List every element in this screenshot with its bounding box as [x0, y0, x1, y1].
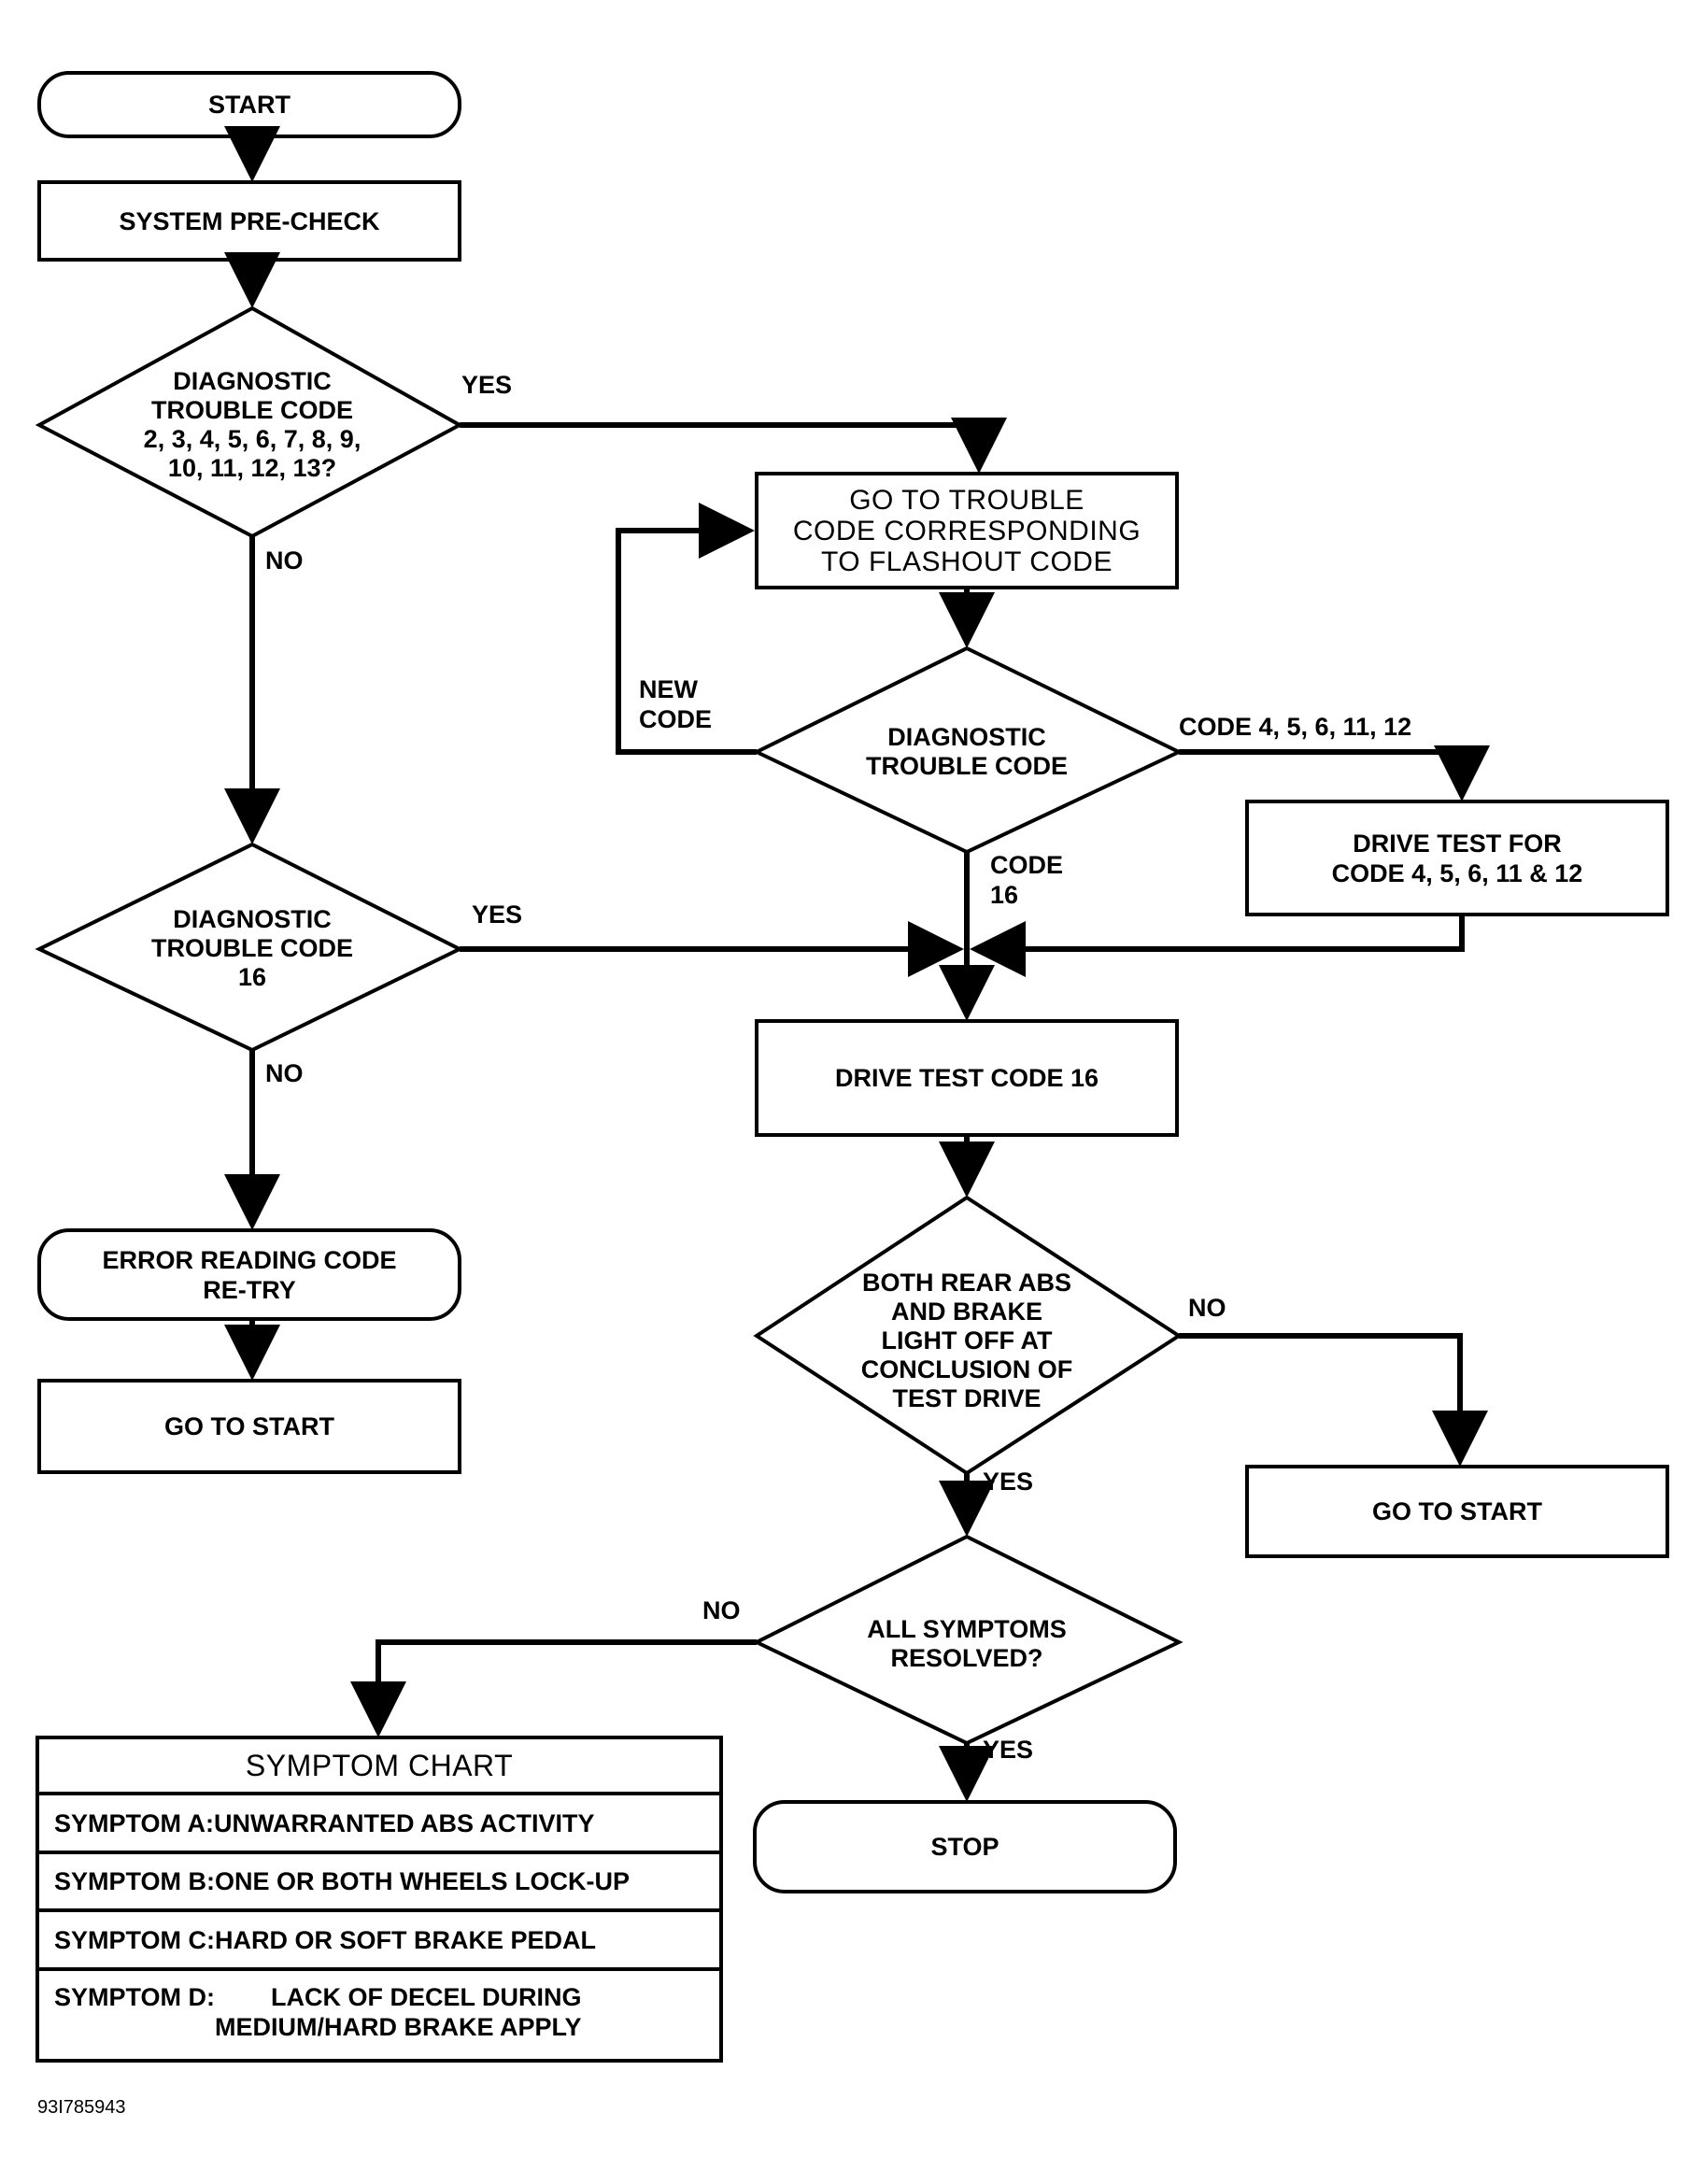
label-no-16: NO — [265, 1059, 304, 1087]
goto-start-left-box: GO TO START — [164, 1412, 334, 1440]
symptom-value: ONE OR BOTH WHEELS LOCK-UP — [215, 1867, 631, 1895]
symptom-chart-title: SYMPTOM CHART — [245, 1748, 514, 1782]
label-no-resolved: NO — [702, 1596, 741, 1624]
goto-start-left-box-shape — [37, 1379, 461, 1474]
decision-dtc-text: DIAGNOSTIC TROUBLE CODE — [866, 723, 1068, 780]
goto-trouble-box: GO TO TROUBLE CODE CORRESPONDING TO FLAS… — [792, 484, 1141, 577]
symptom-value: UNWARRANTED ABS ACTIVITY — [214, 1808, 595, 1837]
symptom-key: SYMPTOM C: — [54, 1925, 216, 1954]
label-code-list: CODE 4, 5, 6, 11, 12 — [1179, 713, 1412, 741]
symptom-value: LACK OF DECEL DURING MEDIUM/HARD BRAKE A… — [215, 1983, 582, 2041]
stop-terminal-shape — [753, 1800, 1177, 1893]
label-code-16: CODE 16 — [990, 851, 1064, 909]
drive-test-codes-box-shape — [1245, 800, 1669, 916]
stop-terminal: STOP — [930, 1833, 999, 1861]
symptom-row-d: SYMPTOM D: LACK OF DECEL DURING MEDIUM/H… — [37, 1969, 721, 2061]
symptom-value: HARD OR SOFT BRAKE PEDAL — [215, 1925, 597, 1954]
figure-id: 93I785943 — [37, 2097, 126, 2118]
symptom-key: SYMPTOM D: — [54, 1983, 216, 2011]
symptom-key: SYMPTOM A: — [54, 1808, 215, 1837]
error-reading-terminal: ERROR READING CODE RE-TRY — [102, 1245, 397, 1304]
start-terminal: START — [208, 91, 291, 119]
symptom-row-b: SYMPTOM B: ONE OR BOTH WHEELS LOCK-UP — [37, 1852, 721, 1910]
label-yes-codes: YES — [461, 371, 513, 399]
drive-test-16-box: DRIVE TEST CODE 16 — [834, 1064, 1099, 1092]
symptom-key: SYMPTOM B: — [54, 1867, 216, 1895]
decision-resolved-text: ALL SYMPTOMS RESOLVED? — [867, 1615, 1067, 1672]
decision-codes-text: DIAGNOSTIC TROUBLE CODE 2, 3, 4, 5, 6, 7… — [143, 367, 361, 482]
goto-start-right-box: GO TO START — [1372, 1497, 1542, 1525]
label-yes-resolved: YES — [983, 1736, 1034, 1764]
symptom-row-a: SYMPTOM A: UNWARRANTED ABS ACTIVITY — [37, 1794, 721, 1852]
label-no-codes: NO — [265, 546, 304, 574]
symptom-chart-frame — [35, 1736, 723, 2063]
label-yes-16: YES — [472, 901, 523, 929]
decision-16-text: DIAGNOSTIC TROUBLE CODE 16 — [151, 904, 353, 991]
precheck-box: SYSTEM PRE-CHECK — [119, 206, 380, 235]
drive-test-codes-box: DRIVE TEST FOR CODE 4, 5, 6, 11 & 12 — [1331, 829, 1583, 887]
label-new-code: NEW CODE — [639, 675, 713, 733]
decision-lights-text: BOTH REAR ABS AND BRAKE LIGHT OFF AT CON… — [860, 1268, 1073, 1412]
goto-start-right-box-shape — [1245, 1465, 1669, 1558]
label-yes-lights: YES — [983, 1468, 1034, 1496]
symptom-row-c: SYMPTOM C: HARD OR SOFT BRAKE PEDAL — [37, 1910, 721, 1969]
label-no-lights: NO — [1188, 1294, 1226, 1322]
